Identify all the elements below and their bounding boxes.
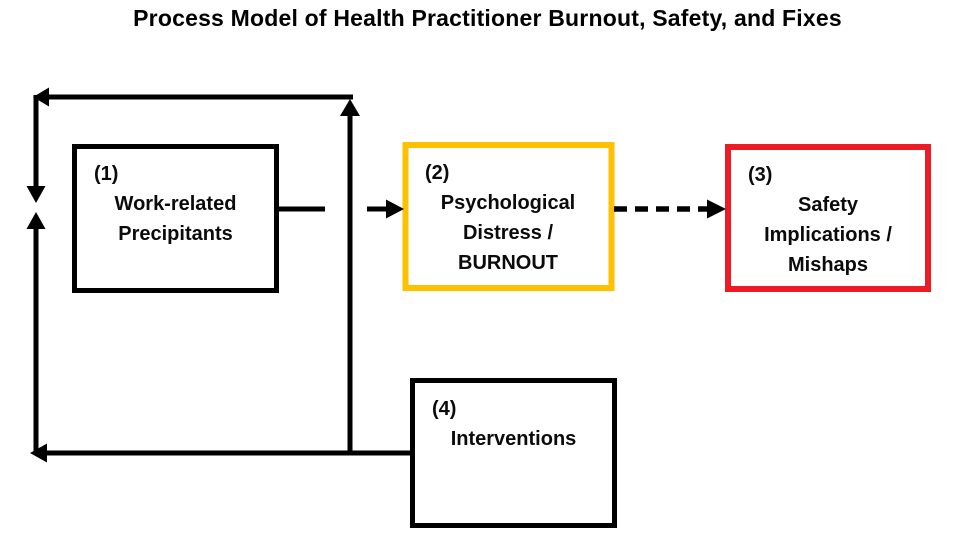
box-1-work-related-precipitants-outline [72, 144, 279, 293]
arrow-box2-to-box3-arrowhead-icon [707, 199, 726, 219]
box-3-safety-mishaps-outline [725, 144, 931, 292]
box-2-label-line-1: Psychological [440, 192, 576, 214]
box-4-label-line-1: Interventions [450, 428, 577, 450]
box-4-interventions-outline [410, 378, 617, 528]
feedback-riser-up-arrowhead-icon [340, 99, 360, 116]
box-1-number: (1) [94, 163, 119, 185]
box-3-label-line-2: Implications / [764, 224, 892, 246]
diagram-title: Process Model of Health Practitioner Bur… [133, 5, 842, 31]
box-3-label-line-3: Mishaps [787, 254, 869, 276]
box-2-burnout-outline [402, 142, 615, 291]
box-2-burnout: (2) Psychological Distress / BURNOUT [408, 148, 608, 278]
feedback-top-left-arrowhead-icon [33, 87, 49, 107]
box-3-label-line-1: Safety [797, 194, 859, 216]
feedback-left-up-arrowhead-icon [26, 212, 46, 229]
box-4-number: (4) [432, 398, 457, 420]
box-2-number: (2) [425, 162, 450, 184]
box-2-label-line-3: BURNOUT [458, 252, 558, 274]
box-3-number: (3) [748, 164, 773, 186]
box-4-interventions: (4) Interventions [415, 384, 612, 454]
box-1-work-related-precipitants: (1) Work-related Precipitants [77, 149, 274, 249]
feedback-left-down-arrowhead-icon [26, 186, 46, 203]
feedback-bottom-left-arrowhead-icon [30, 443, 47, 463]
box-1-label-line-2: Precipitants [118, 223, 233, 245]
arrow-box1-to-box2-arrowhead-icon [386, 199, 404, 219]
box-2-label-line-2: Distress / [462, 222, 554, 244]
box-3-safety-mishaps: (3) Safety Implications / Mishaps [731, 150, 925, 280]
box-1-label-line-1: Work-related [114, 193, 237, 215]
